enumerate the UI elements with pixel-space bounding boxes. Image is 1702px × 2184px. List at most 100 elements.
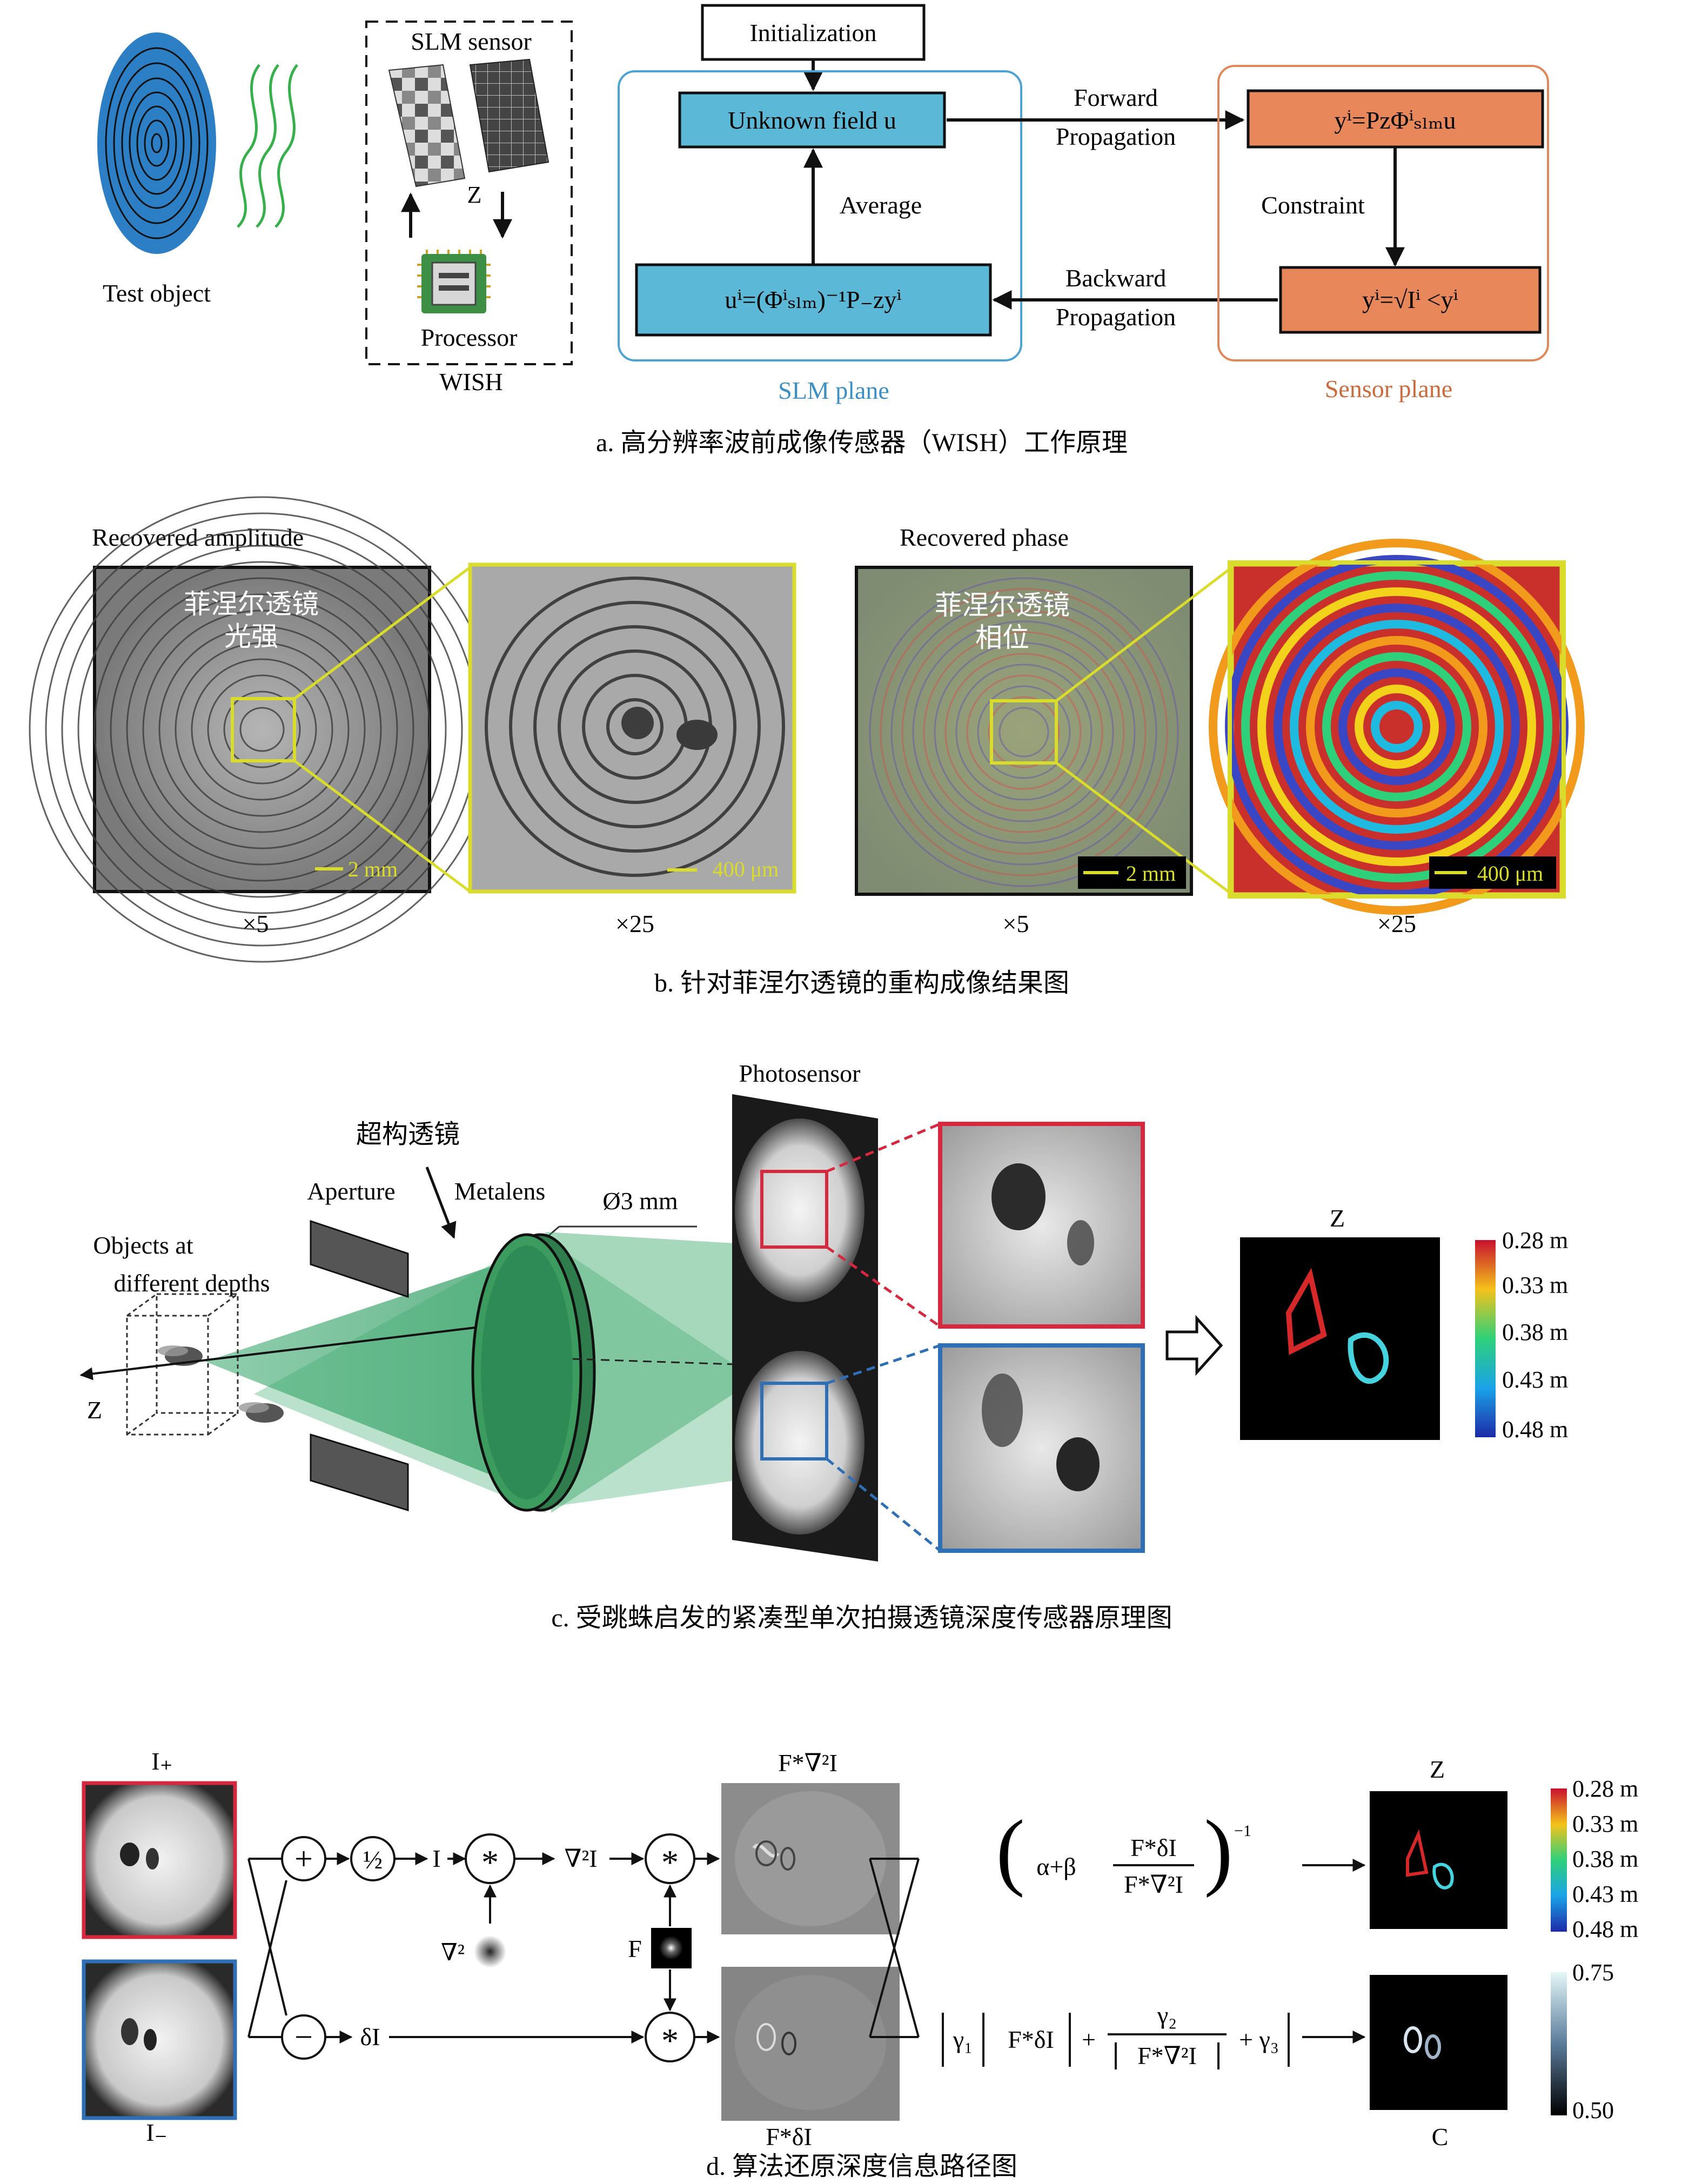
z-output-title: Z	[1430, 1756, 1445, 1783]
amplitude-cn-label-1: 菲涅尔透镜	[184, 589, 319, 619]
i-minus-image	[82, 1959, 237, 2120]
colorbar-tick: 0.28 m	[1502, 1227, 1568, 1254]
forward-equation-box	[1247, 89, 1544, 149]
gamma1: γ₁	[953, 2026, 973, 2053]
convolution-symbol: *	[481, 1843, 499, 1881]
forward-label: Forward	[1074, 84, 1158, 111]
convolution-symbol: *	[661, 2021, 679, 2060]
delta-i-label: δI	[360, 2023, 380, 2051]
gamma2: γ₂	[1157, 2001, 1177, 2029]
laplacian-kernel-dot	[474, 1935, 506, 1968]
sensor-plane-frame	[1217, 65, 1549, 361]
result-arrow-icon	[1165, 1315, 1223, 1376]
blue-inset-image	[938, 1343, 1145, 1553]
half-operator-symbol: ½	[363, 1846, 383, 1874]
sum-operator-symbol: +	[294, 1841, 313, 1877]
f-kernel-dot	[659, 1936, 683, 1960]
photosensor-label: Photosensor	[739, 1060, 861, 1087]
scale-label-400um: 400 μm	[1477, 861, 1544, 886]
depth-map-title: Z	[1330, 1204, 1345, 1232]
z-colorbar-tick: 0.48 m	[1572, 1916, 1638, 1942]
red-roi-box	[760, 1170, 828, 1249]
amplitude-zoom-box	[231, 697, 296, 762]
object-volume-box	[126, 1293, 239, 1436]
red-inset-image	[938, 1122, 1145, 1329]
phase-cn-label-2: 相位	[975, 622, 1029, 653]
c-colorbar	[1551, 1972, 1567, 2115]
alpha-beta-term: α+β	[1036, 1853, 1076, 1880]
f-laplacian-title: F*∇²I	[778, 1749, 837, 1777]
blue-roi-box	[760, 1382, 828, 1461]
z-colorbar-tick: 0.43 m	[1572, 1881, 1638, 1907]
zoom-connector-top	[1055, 566, 1233, 702]
metalens-pointer-arrow	[425, 1167, 457, 1239]
phase-zoom-image	[1209, 539, 1585, 915]
z-axis-arrow	[79, 1317, 552, 1381]
red-connector	[826, 1122, 941, 1173]
z-colorbar	[1551, 1788, 1567, 1932]
forward-equation: yⁱ=PᴢΦⁱₛₗₘu	[1335, 106, 1456, 134]
laplacian-i-label: ∇²I	[564, 1845, 597, 1872]
caption-d: d. 算法还原深度信息路径图	[706, 2152, 1017, 2181]
aperture-plate	[310, 1220, 409, 1298]
unknown-field-label: Unknown field u	[728, 106, 896, 134]
metalens-label: Metalens	[454, 1177, 546, 1205]
z-colorbar-tick: 0.33 m	[1572, 1811, 1638, 1837]
magnification-label: ×5	[243, 910, 269, 937]
zoom-connector-top	[293, 566, 471, 700]
panel-c: Photosensor 超构透镜 Aperture Metalens Ø3 mm…	[79, 1060, 1568, 1632]
slm-plane-label: SLM plane	[778, 377, 889, 404]
i-minus-label: I₋	[146, 2119, 167, 2146]
colorbar-tick: 0.38 m	[1502, 1319, 1568, 1345]
plus-sign: +	[1082, 2026, 1096, 2053]
caption-a: a. 高分辨率波前成像传感器（WISH）工作原理	[596, 428, 1128, 457]
f-delta-image	[721, 1967, 900, 2121]
backward-label: Backward	[1066, 264, 1166, 292]
z-output-image	[1370, 1791, 1507, 1929]
aperture-plate	[310, 1433, 409, 1512]
zoom-connector-bottom	[293, 759, 471, 893]
red-connector	[826, 1245, 941, 1328]
i-plus-image	[82, 1781, 237, 1939]
diameter-label: Ø3 mm	[602, 1187, 678, 1215]
amplitude-zoom-image	[468, 562, 796, 894]
phase-zoom-box	[990, 699, 1058, 765]
update-equation: uⁱ=(Φⁱₛₗₘ)⁻¹P₋ᴢyⁱ	[725, 286, 901, 313]
i-plus-label: I₊	[151, 1747, 173, 1775]
constraint-label: Constraint	[1261, 191, 1365, 219]
initialization-box	[701, 4, 926, 61]
panel-a: Test object SLM sensor Z	[97, 4, 1549, 457]
panel-b: Recovered amplitude Recovered phase 菲涅尔透…	[29, 496, 1585, 997]
fly-icon	[239, 1402, 284, 1423]
slm-plane-frame	[618, 70, 1022, 361]
phase-image	[855, 566, 1193, 896]
metalens-cn-label: 超构透镜	[356, 1120, 460, 1149]
z-distance-label: Z	[467, 182, 482, 208]
processor-label: Processor	[421, 324, 518, 351]
sensor-plane-label: Sensor plane	[1325, 375, 1452, 403]
laplacian-kernel-label: ∇²	[441, 1939, 465, 1966]
scale-label-400um: 400 μm	[713, 857, 779, 881]
objects-label-2: different depths	[113, 1269, 270, 1297]
gamma3-term: + γ₃	[1239, 2026, 1279, 2053]
c-colorbar-tick: 0.75	[1572, 1959, 1614, 1986]
c-colorbar-tick: 0.50	[1572, 2097, 1614, 2123]
depth-map-image	[1240, 1237, 1440, 1440]
fraction-denominator: F*∇²I	[1124, 1871, 1183, 1898]
recovered-amplitude-title: Recovered amplitude	[92, 524, 304, 551]
wish-label: WISH	[439, 368, 503, 396]
scale-label-2mm: 2 mm	[348, 857, 398, 881]
unknown-field-box	[678, 91, 946, 149]
metalens-icon	[471, 1233, 596, 1512]
left-parenthesis: (	[996, 1802, 1024, 1898]
caption-b: b. 针对菲涅尔透镜的重构成像结果图	[654, 969, 1069, 997]
gamma2-denominator: F*∇²I	[1137, 2042, 1197, 2069]
panel-d: I₊ I₋ + − ½ I *	[82, 1747, 1638, 2181]
convolution-symbol: *	[661, 1843, 679, 1881]
objects-label-1: Objects at	[93, 1231, 193, 1259]
backward-propagation-label: Propagation	[1056, 303, 1176, 331]
difference-operator-symbol: −	[294, 2019, 313, 2055]
magnification-label: ×25	[1377, 910, 1416, 937]
f-kernel-label: F	[628, 1935, 642, 1962]
